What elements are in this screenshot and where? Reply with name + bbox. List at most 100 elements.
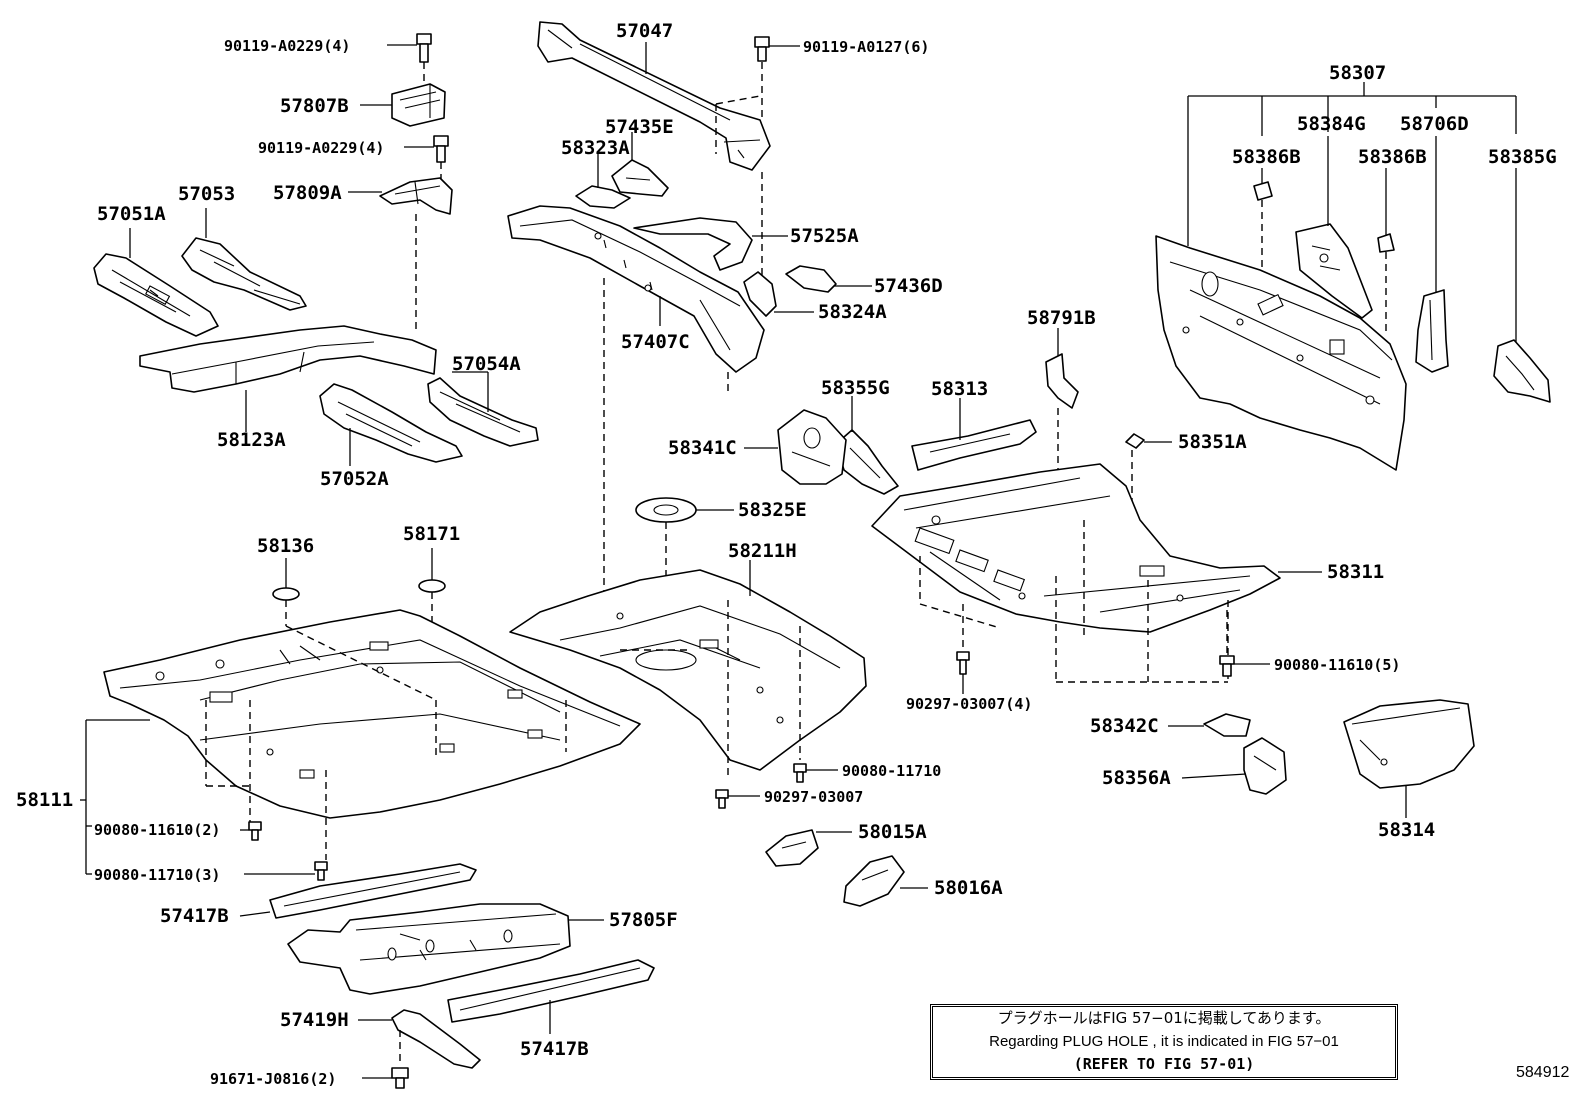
label-58111: 58111 xyxy=(16,789,73,811)
part-57417b-bottom[interactable] xyxy=(447,959,655,1034)
label-90297-03007: 90297-03007 xyxy=(764,788,863,806)
part-57419h[interactable] xyxy=(358,1009,481,1069)
label-57417b-bottom: 57417B xyxy=(520,1038,589,1060)
note-line-japanese: プラグホールはFIG 57−01に掲載してあります。 xyxy=(997,1009,1331,1027)
label-58307: 58307 xyxy=(1329,62,1386,84)
part-58314[interactable] xyxy=(1343,699,1475,818)
part-57047[interactable] xyxy=(537,21,771,171)
label-57417b-top: 57417B xyxy=(160,905,229,927)
part-57525a[interactable] xyxy=(633,217,788,271)
bolt-90080-11610-5[interactable] xyxy=(1219,610,1270,677)
bracket-58307 xyxy=(1187,82,1517,246)
label-58323a: 58323A xyxy=(561,137,630,159)
note-line-reference[interactable]: (REFER TO FIG 57-01) xyxy=(1073,1055,1255,1073)
part-58384g[interactable] xyxy=(1295,136,1373,319)
label-91671-j0816: 91671-J0816(2) xyxy=(210,1070,336,1088)
part-57436d[interactable] xyxy=(785,265,872,293)
label-58356a: 58356A xyxy=(1102,767,1171,789)
label-58355g: 58355G xyxy=(821,377,890,399)
label-57436d: 57436D xyxy=(874,275,943,297)
label-57419h: 57419H xyxy=(280,1009,349,1031)
part-57052a[interactable] xyxy=(319,383,463,466)
label-58016a: 58016A xyxy=(934,877,1003,899)
note-line-english: Regarding PLUG HOLE , it is indicated in… xyxy=(989,1033,1339,1050)
label-58384g: 58384G xyxy=(1297,113,1366,135)
label-90297-03007-4: 90297-03007(4) xyxy=(906,695,1032,713)
label-58171: 58171 xyxy=(403,523,460,545)
label-57052a: 57052A xyxy=(320,468,389,490)
part-58342c[interactable] xyxy=(1168,713,1251,737)
part-57407c[interactable] xyxy=(507,205,765,650)
bracket-58111 xyxy=(80,719,150,875)
bolt-90119-a0229-mid[interactable] xyxy=(404,135,449,180)
label-90119-a0229-top: 90119-A0229(4) xyxy=(224,37,350,55)
part-58136[interactable] xyxy=(272,558,300,626)
bolt-90080-11710-3[interactable] xyxy=(244,861,328,881)
part-58323a[interactable] xyxy=(575,152,631,209)
label-57047: 57047 xyxy=(616,20,673,42)
label-58341c: 58341C xyxy=(668,437,737,459)
part-58355g[interactable] xyxy=(835,396,899,495)
part-58386b-right[interactable] xyxy=(1377,168,1395,336)
part-58015a[interactable] xyxy=(765,829,852,867)
figure-id: 584912 xyxy=(1516,1064,1570,1081)
label-90119-a0127: 90119-A0127(6) xyxy=(803,38,929,56)
part-57051a[interactable] xyxy=(93,228,219,337)
label-57407c: 57407C xyxy=(621,331,690,353)
part-57054a[interactable] xyxy=(427,371,539,447)
part-57805f[interactable] xyxy=(287,903,604,995)
label-58342c: 58342C xyxy=(1090,715,1159,737)
label-58136: 58136 xyxy=(257,535,314,557)
label-90119-a0229-mid: 90119-A0229(4) xyxy=(258,139,384,157)
part-57807b[interactable] xyxy=(360,83,446,127)
label-57807b: 57807B xyxy=(280,95,349,117)
part-58706d[interactable] xyxy=(1415,136,1449,373)
bolt-90080-11610-2[interactable] xyxy=(240,821,262,841)
part-58791b[interactable] xyxy=(1045,328,1079,520)
label-90080-11610-2: 90080-11610(2) xyxy=(94,821,220,839)
label-58706d: 58706D xyxy=(1400,113,1469,135)
bolt-91671-j0816[interactable] xyxy=(362,1067,409,1089)
label-90080-11610-5: 90080-11610(5) xyxy=(1274,656,1400,674)
part-58307-rear-panel[interactable] xyxy=(1155,235,1407,471)
part-57809a[interactable] xyxy=(348,177,453,332)
label-57054a: 57054A xyxy=(452,353,521,375)
label-90080-11710: 90080-11710 xyxy=(842,762,941,780)
part-58311[interactable] xyxy=(871,463,1322,683)
label-58386b-left: 58386B xyxy=(1232,146,1301,168)
label-90080-11710-3: 90080-11710(3) xyxy=(94,866,220,884)
part-58016a[interactable] xyxy=(843,855,928,907)
label-57525a: 57525A xyxy=(790,225,859,247)
part-58385g[interactable] xyxy=(1493,168,1551,403)
label-58015a: 58015A xyxy=(858,821,927,843)
label-58791b: 58791B xyxy=(1027,307,1096,329)
label-57051a: 57051A xyxy=(97,203,166,225)
bolt-90080-11710[interactable] xyxy=(793,763,838,783)
part-58356a[interactable] xyxy=(1181,737,1287,795)
label-58386b-right: 58386B xyxy=(1358,146,1427,168)
label-58351a: 58351A xyxy=(1178,431,1247,453)
label-58311: 58311 xyxy=(1327,561,1384,583)
part-58324a[interactable] xyxy=(743,271,814,317)
part-57435e[interactable] xyxy=(611,132,669,197)
part-57417b-top[interactable] xyxy=(239,863,477,919)
label-58385g: 58385G xyxy=(1488,146,1557,168)
bolt-90297-03007-4[interactable] xyxy=(956,604,970,694)
plug-hole-note: プラグホールはFIG 57−01に掲載してあります。 Regarding PLU… xyxy=(930,1004,1398,1080)
part-58341c[interactable] xyxy=(744,409,847,485)
part-58123a[interactable] xyxy=(139,325,437,432)
label-58314: 58314 xyxy=(1378,819,1435,841)
part-58313[interactable] xyxy=(911,398,1037,471)
bolt-90119-a0229-top[interactable] xyxy=(387,33,432,82)
label-58123a: 58123A xyxy=(217,429,286,451)
bolt-90119-a0127[interactable] xyxy=(754,36,800,284)
part-58211h[interactable] xyxy=(509,560,867,780)
label-58211h: 58211H xyxy=(728,540,797,562)
label-57809a: 57809A xyxy=(273,182,342,204)
part-57053[interactable] xyxy=(181,208,307,311)
bolt-90297-03007[interactable] xyxy=(715,789,760,809)
label-58324a: 58324A xyxy=(818,301,887,323)
label-58313: 58313 xyxy=(931,378,988,400)
part-58111[interactable] xyxy=(103,609,641,860)
